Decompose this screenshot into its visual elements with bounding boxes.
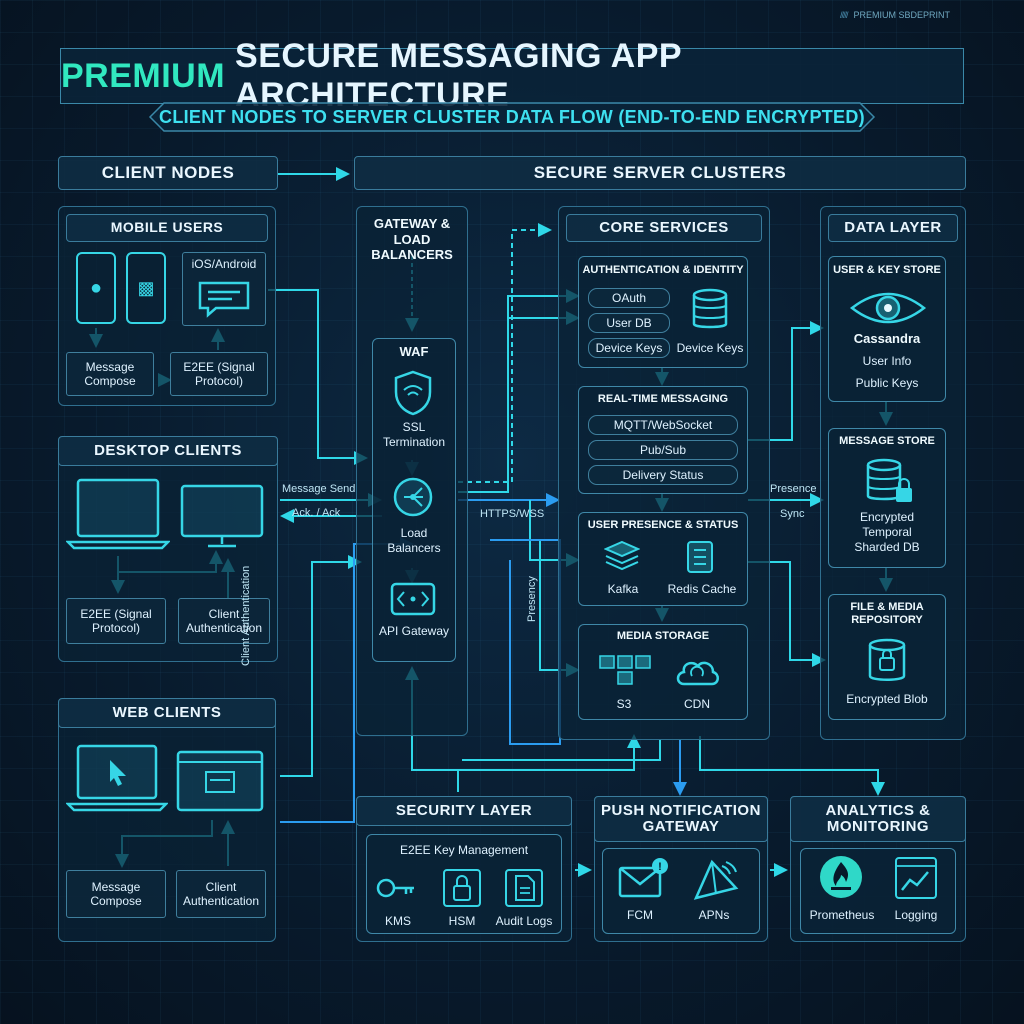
page-title: PREMIUM SECURE MESSAGING APP ARCHITECTUR… [60,37,964,114]
e2ee-signal-box[interactable]: E2EE (Signal Protocol) [170,352,268,396]
cdn-label: CDN [684,697,710,711]
fcm-mail-icon: ! [618,858,668,898]
laptop-cursor-icon [66,744,168,812]
subtitle-frame [148,102,876,132]
sync-label: Sync [780,508,805,520]
device-keys-pill[interactable]: Device Keys [588,338,670,358]
audit-logs-label: Audit Logs [495,914,553,928]
fcm-label: FCM [627,908,653,922]
oauth-pill[interactable]: OAuth [588,288,670,308]
presence-status-panel [578,512,748,606]
key-icon [376,878,414,898]
smartphone-android-icon: ▩ [126,252,166,324]
smartphone-apple-icon: ● [76,252,116,324]
pubsub-pill[interactable]: Pub/Sub [588,440,738,460]
message-compose-box[interactable]: Message Compose [66,352,154,396]
data-layer-title: DATA LAYER [828,214,958,242]
presence-vertical-label: Presency [526,576,538,622]
mqtt-websocket-pill[interactable]: MQTT/WebSocket [588,415,738,435]
prometheus-icon [820,856,862,898]
encrypted-blob-label: Encrypted Blob [846,692,928,706]
realtime-messaging-title: REAL-TIME MESSAGING [597,393,729,405]
load-balancers-label: Load Balancers [387,526,441,555]
prometheus-label: Prometheus [809,908,875,922]
media-storage-panel [578,624,748,720]
desktop-auth-box[interactable]: Client Authentication [178,598,270,644]
api-gateway-label: API Gateway [378,624,450,638]
web-compose-box[interactable]: Message Compose [66,870,166,918]
auth-identity-title: AUTHENTICATION & IDENTITY [582,264,744,276]
kafka-label: Kafka [607,582,639,596]
hsm-lock-icon [443,869,481,907]
shield-wifi-icon [394,370,432,416]
presence-status-title: USER PRESENCE & STATUS [587,519,739,531]
desktop-e2ee-box[interactable]: E2EE (Signal Protocol) [66,598,166,644]
hsm-label: HSM [448,914,476,928]
load-balancer-icon [393,477,433,517]
blob-lock-icon [868,638,906,681]
kafka-icon [604,540,640,571]
logging-label: Logging [894,908,938,922]
mobile-users-title: MOBILE USERS [66,214,268,242]
push-services-panel [602,848,760,934]
user-key-store-title: USER & KEY STORE [833,264,941,276]
corner-label: ///// PREMIUM SBDEPRINT [840,10,951,20]
device-keys-label: Device Keys [676,341,744,355]
core-services-title: CORE SERVICES [566,214,762,242]
database-key-icon [692,288,728,329]
user-db-pill[interactable]: User DB [588,313,670,333]
push-notification-title: PUSH NOTIFICATION GATEWAY [594,796,768,842]
desktop-clients-title: DESKTOP CLIENTS [58,436,278,466]
monitor-icon [180,484,264,548]
gateway-title: GATEWAY & LOAD BALANCERS [371,216,453,263]
ssl-termination-label: SSL Termination [382,420,446,449]
redis-cache-label: Redis Cache [667,582,737,596]
user-key-store-panel [828,256,946,402]
message-store-text: Encrypted Temporal Sharded DB [854,510,920,554]
cassandra-label: Cassandra [853,331,921,346]
cdn-cloud-icon [676,661,719,686]
laptop-icon [66,478,170,550]
eye-icon [849,292,927,324]
title-highlight: PREMIUM [61,56,226,95]
chat-bubble-icon [198,281,250,318]
file-media-title: FILE & MEDIA REPOSITORY [850,601,924,627]
page-subtitle: CLIENT NODES TO SERVER CLUSTER DATA FLOW… [159,106,865,127]
server-clusters-header: SECURE SERVER CLUSTERS [354,156,966,190]
title-text: SECURE MESSAGING APP ARCHITECTURE [235,37,682,114]
client-nodes-header: CLIENT NODES [58,156,278,190]
analytics-title: ANALYTICS & MONITORING [790,796,966,842]
api-gateway-icon [390,582,436,616]
database-lock-icon [866,458,912,502]
public-keys-label: Public Keys [855,376,919,390]
key-management-label: E2EE Key Management [399,843,529,857]
browser-window-icon [176,750,264,812]
stripes-icon: ///// [840,10,848,20]
s3-label: S3 [616,697,632,711]
apns-label: APNs [698,908,730,922]
presence-label: Presence [770,483,817,495]
apns-send-icon [693,859,739,900]
ack-label: Ack. / Ack [292,507,341,519]
user-info-label: User Info [862,354,912,368]
os-label-box: iOS/Android [182,252,266,326]
https-label: HTTPS/WSS [480,508,545,520]
message-send-label: Message Send [282,483,356,495]
client-auth-vertical-label: Client Authentication [240,565,252,666]
s3-cubes-icon [599,655,651,685]
logging-chart-icon [895,857,937,899]
audit-logs-icon [505,869,543,907]
security-layer-title: SECURITY LAYER [356,796,572,826]
message-store-title: MESSAGE STORE [839,435,935,447]
web-clients-title: WEB CLIENTS [58,698,276,728]
redis-cache-icon [687,541,713,573]
svg-text:!: ! [658,861,662,873]
web-auth-box[interactable]: Client Authentication [176,870,266,918]
key-management-panel [366,834,562,934]
delivery-status-pill[interactable]: Delivery Status [588,465,738,485]
kms-label: KMS [384,914,411,928]
waf-title: WAF [399,344,429,359]
media-storage-title: MEDIA STORAGE [616,630,710,642]
